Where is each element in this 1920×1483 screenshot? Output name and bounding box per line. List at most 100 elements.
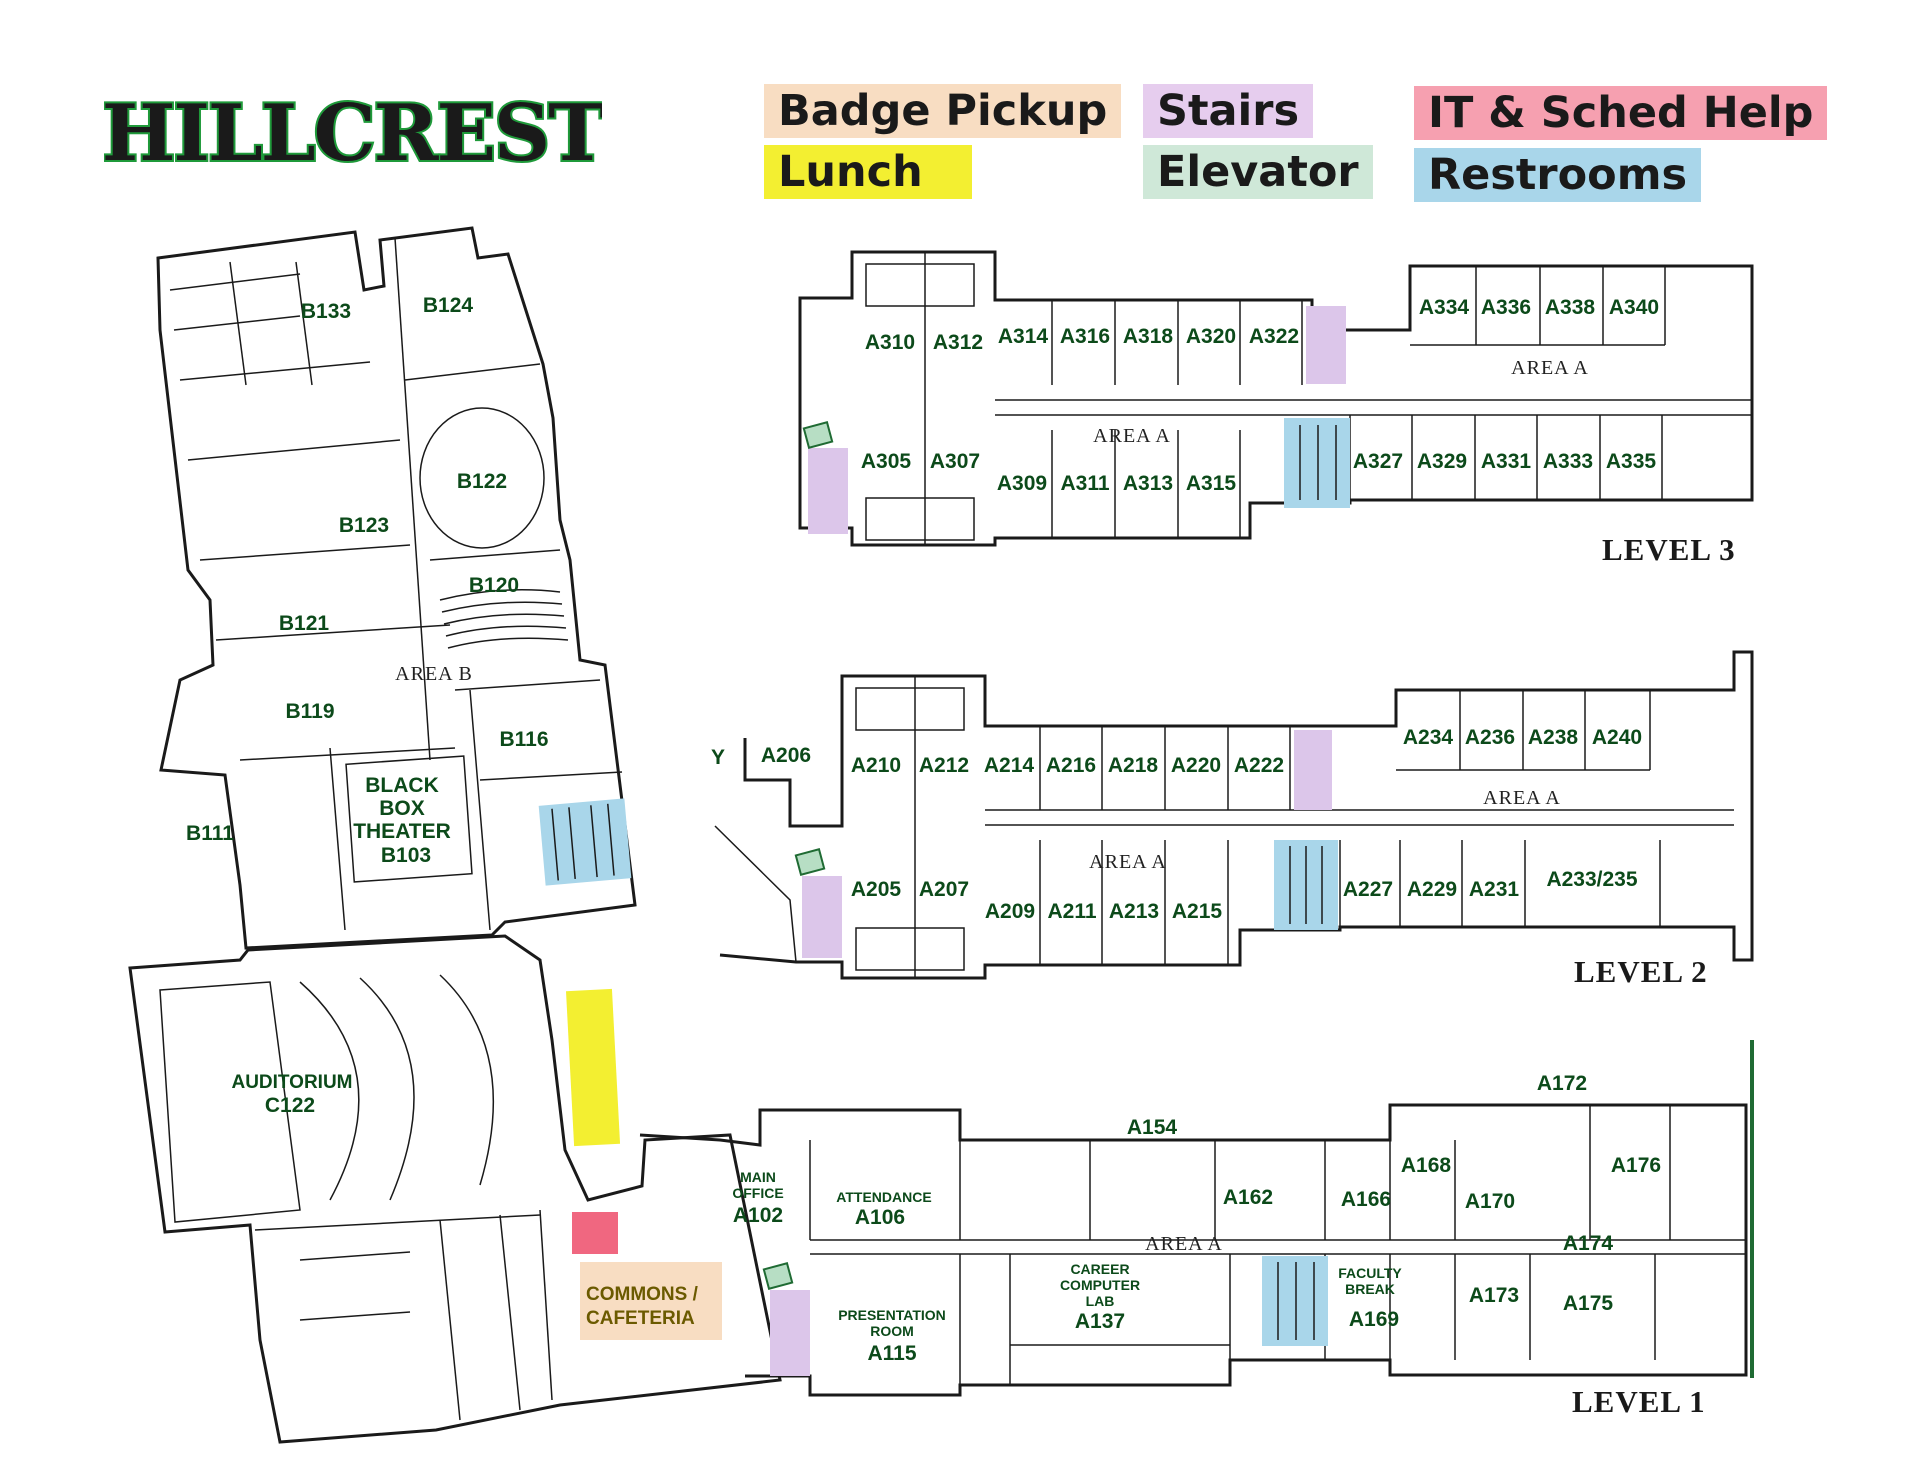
level1-area-a: AREA A [1145,1233,1223,1255]
faculty-line2: BREAK [1345,1281,1395,1297]
logo-text: HILLCREST [104,92,602,172]
room-a315: A315 [1186,472,1237,495]
room-a214: A214 [984,754,1035,777]
area-b-label: AREA B [395,663,473,685]
room-a311: A311 [1060,472,1109,495]
room-a322: A322 [1249,325,1299,348]
room-a313: A313 [1123,472,1173,495]
room-a220: A220 [1171,754,1221,777]
level-2-plan [714,650,1754,980]
room-a207: A207 [919,878,969,901]
room-a234: A234 [1403,726,1454,749]
commons-line2: CAFETERIA [586,1308,695,1329]
room-a233-235: A233/235 [1546,868,1637,891]
main-office-line1: MAIN [740,1169,776,1185]
room-a102: A102 [733,1204,783,1227]
level-1-plan [639,1040,1754,1397]
room-a216: A216 [1046,754,1096,777]
room-a206: A206 [761,744,811,767]
room-a174: A174 [1563,1232,1614,1255]
level2-edge-letter: Y [711,746,725,769]
legend-badge-pickup: Badge Pickup [764,84,1122,138]
level-2-label: LEVEL 2 [1574,954,1708,989]
room-a215: A215 [1172,900,1223,923]
room-a307: A307 [930,450,980,473]
room-a236: A236 [1465,726,1515,749]
level2-area-a-top: AREA A [1483,787,1561,809]
legend-elevator: Elevator [1143,145,1373,199]
room-b116: B116 [499,728,548,751]
room-a154: A154 [1127,1116,1178,1139]
presentation-line1: PRESENTATION [838,1307,946,1323]
room-a310: A310 [865,331,915,354]
room-a335: A335 [1606,450,1657,473]
level-3-plan [798,250,1754,547]
room-a209: A209 [985,900,1035,923]
hillcrest-logo: HILLCREST [100,86,611,181]
room-a334: A334 [1419,296,1470,319]
level3-area-a-top: AREA A [1511,357,1589,379]
room-a169: A169 [1349,1308,1399,1331]
room-b122: B122 [457,470,507,493]
level3-area-a: AREA A [1093,425,1171,447]
room-a305: A305 [861,450,912,473]
legend-it-sched-help: IT & Sched Help [1414,86,1828,140]
room-a309: A309 [997,472,1047,495]
commons-line1: COMMONS / [586,1284,699,1305]
area-b-wing [156,226,637,950]
room-a176: A176 [1611,1154,1661,1177]
legend-stairs: Stairs [1143,84,1314,138]
main-office-line2: OFFICE [732,1185,783,1201]
room-a318: A318 [1123,325,1174,348]
room-a175: A175 [1563,1292,1614,1315]
level-3-label: LEVEL 3 [1602,532,1736,567]
legend-restrooms: Restrooms [1414,148,1702,202]
room-a170: A170 [1465,1190,1515,1213]
room-a336: A336 [1481,296,1531,319]
room-a314: A314 [998,325,1049,348]
room-a162: A162 [1223,1186,1273,1209]
room-b124: B124 [423,294,474,317]
black-box-line3: THEATER [353,820,451,843]
auditorium-label: AUDITORIUM [231,1072,352,1093]
room-b119: B119 [285,700,334,723]
room-c122: C122 [265,1094,315,1117]
attendance-label: ATTENDANCE [836,1189,931,1205]
legend-lunch: Lunch [764,145,972,199]
career-line1: CAREER [1070,1261,1129,1277]
room-a320: A320 [1186,325,1236,348]
room-a168: A168 [1401,1154,1452,1177]
black-box-line2: BOX [379,797,425,820]
room-a212: A212 [919,754,969,777]
room-a211: A211 [1047,900,1096,923]
career-line3: LAB [1086,1293,1115,1309]
presentation-line2: ROOM [870,1323,914,1339]
level-1-label: LEVEL 1 [1572,1384,1706,1419]
room-b121: B121 [279,612,330,635]
room-a222: A222 [1234,754,1284,777]
room-a338: A338 [1545,296,1596,319]
badge-pickup-commons [580,1262,722,1340]
level-3-room-labels: A310 A312 A314 A316 A318 A320 A322 A334 A336 A338… [861,296,1659,495]
level2-area-a: AREA A [1089,851,1167,873]
room-a316: A316 [1060,325,1110,348]
lunch-marker [566,988,621,1147]
room-a173: A173 [1469,1284,1519,1307]
room-b123: B123 [339,514,389,537]
room-a312: A312 [933,331,983,354]
room-a340: A340 [1609,296,1659,319]
room-b103: B103 [381,844,431,867]
room-a227: A227 [1343,878,1393,901]
room-a213: A213 [1109,900,1159,923]
room-b111: B111 [186,822,234,845]
room-a231: A231 [1469,878,1520,901]
room-a229: A229 [1407,878,1457,901]
room-a106: A106 [855,1206,905,1229]
room-a115: A115 [867,1342,916,1365]
room-a331: A331 [1481,450,1532,473]
faculty-line1: FACULTY [1338,1265,1402,1281]
room-a172: A172 [1537,1072,1587,1095]
room-a166: A166 [1341,1188,1391,1211]
room-a205: A205 [851,878,902,901]
